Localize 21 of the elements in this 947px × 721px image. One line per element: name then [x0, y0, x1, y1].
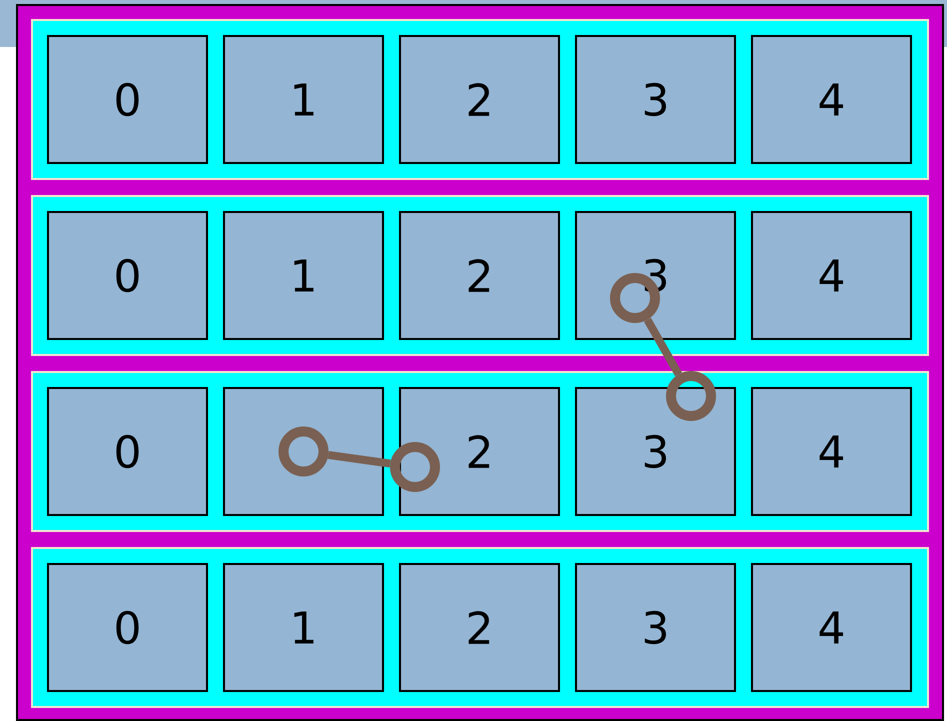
cell-box: 3 — [575, 387, 736, 516]
cell-box — [223, 387, 384, 516]
cell-box: 2 — [399, 563, 560, 692]
cell-box: 2 — [399, 35, 560, 164]
cell-box: 4 — [751, 387, 912, 516]
cell-box: 0 — [47, 35, 208, 164]
cell-box: 0 — [47, 563, 208, 692]
handle-connector — [610, 273, 716, 421]
cell-box: 4 — [751, 563, 912, 692]
handle-connector — [278, 426, 440, 492]
cell-box: 4 — [751, 35, 912, 164]
cell-box: 1 — [223, 563, 384, 692]
cell-box: 1 — [223, 35, 384, 164]
cell-box: 0 — [47, 387, 208, 516]
cell-box: 4 — [751, 211, 912, 340]
cell-box: 1 — [223, 211, 384, 340]
cell-box: 3 — [575, 563, 736, 692]
cell-box: 0 — [47, 211, 208, 340]
cell-box: 3 — [575, 35, 736, 164]
cell-box: 2 — [399, 211, 560, 340]
cell-box: 2 — [399, 387, 560, 516]
